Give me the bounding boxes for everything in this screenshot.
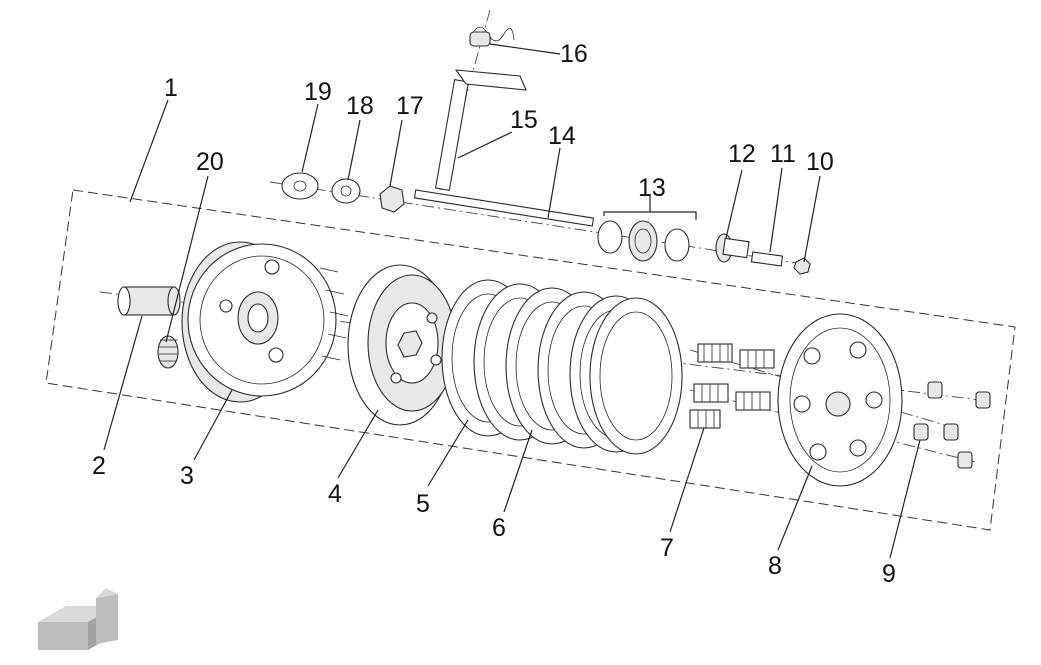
part-push-rod-end — [715, 233, 811, 275]
callout-1: 1 — [164, 74, 178, 102]
callout-10: 10 — [806, 148, 834, 176]
callout-17: 17 — [396, 92, 424, 120]
part-lever-shaft — [434, 26, 527, 192]
orientation-arrow-icon — [38, 588, 118, 650]
callout-18: 18 — [346, 92, 374, 120]
callout-15: 15 — [510, 106, 538, 134]
callout-11: 11 — [770, 140, 796, 168]
part-nut-washers — [281, 172, 405, 213]
part-small-gear — [157, 335, 179, 369]
part-springs — [689, 343, 775, 429]
part-inner-hub — [347, 264, 457, 426]
callout-labels: 1 2 3 4 5 6 7 8 9 10 11 12 13 14 15 16 1… — [92, 40, 896, 588]
callout-6: 6 — [492, 514, 506, 542]
part-plate-stack — [441, 279, 683, 455]
leader-lines — [103, 43, 921, 559]
callout-3: 3 — [180, 462, 194, 490]
part-sleeve — [117, 286, 181, 316]
callout-13: 13 — [638, 174, 666, 202]
callout-5: 5 — [416, 490, 430, 518]
callout-2: 2 — [92, 452, 106, 480]
callout-14: 14 — [548, 122, 576, 150]
callout-16: 16 — [560, 40, 588, 68]
callout-9: 9 — [882, 560, 896, 588]
callout-7: 7 — [660, 534, 674, 562]
callout-19: 19 — [304, 78, 332, 106]
callout-8: 8 — [768, 552, 782, 580]
callout-12: 12 — [728, 140, 756, 168]
callout-4: 4 — [328, 480, 342, 508]
assembly-boundary — [45, 189, 1016, 531]
part-clutch-housing — [181, 241, 349, 403]
callout-20: 20 — [196, 148, 224, 176]
part-bearing-set — [597, 220, 690, 262]
part-bolts — [913, 381, 991, 469]
part-pressure-plate — [777, 313, 903, 487]
part-push-rod — [413, 189, 595, 227]
